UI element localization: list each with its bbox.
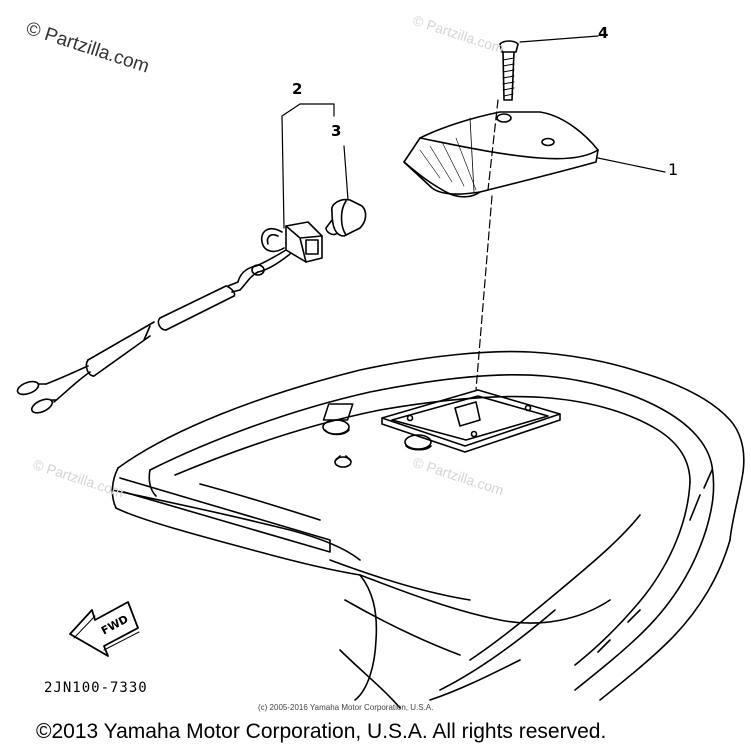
bulb — [325, 198, 367, 237]
fwd-arrow-icon — [69, 601, 140, 657]
callout-1: 1 — [668, 160, 679, 179]
rear-fender — [111, 350, 745, 709]
leader-lines — [281, 35, 666, 391]
taillight-cover — [403, 111, 599, 198]
copyright-notice: ©2013 Yamaha Motor Corporation, U.S.A. A… — [36, 720, 607, 743]
mounting-recess — [322, 389, 561, 453]
callout-4: 4 — [598, 24, 609, 42]
mounting-screw — [499, 40, 519, 101]
small-copyright: (c) 2005-2016 Yamaha Motor Corporation, … — [258, 703, 434, 712]
callout-2: 2 — [292, 80, 303, 98]
diagram-part-number: 2JN100-7330 — [44, 680, 148, 696]
socket-harness — [16, 221, 323, 414]
callout-3: 3 — [331, 122, 342, 140]
